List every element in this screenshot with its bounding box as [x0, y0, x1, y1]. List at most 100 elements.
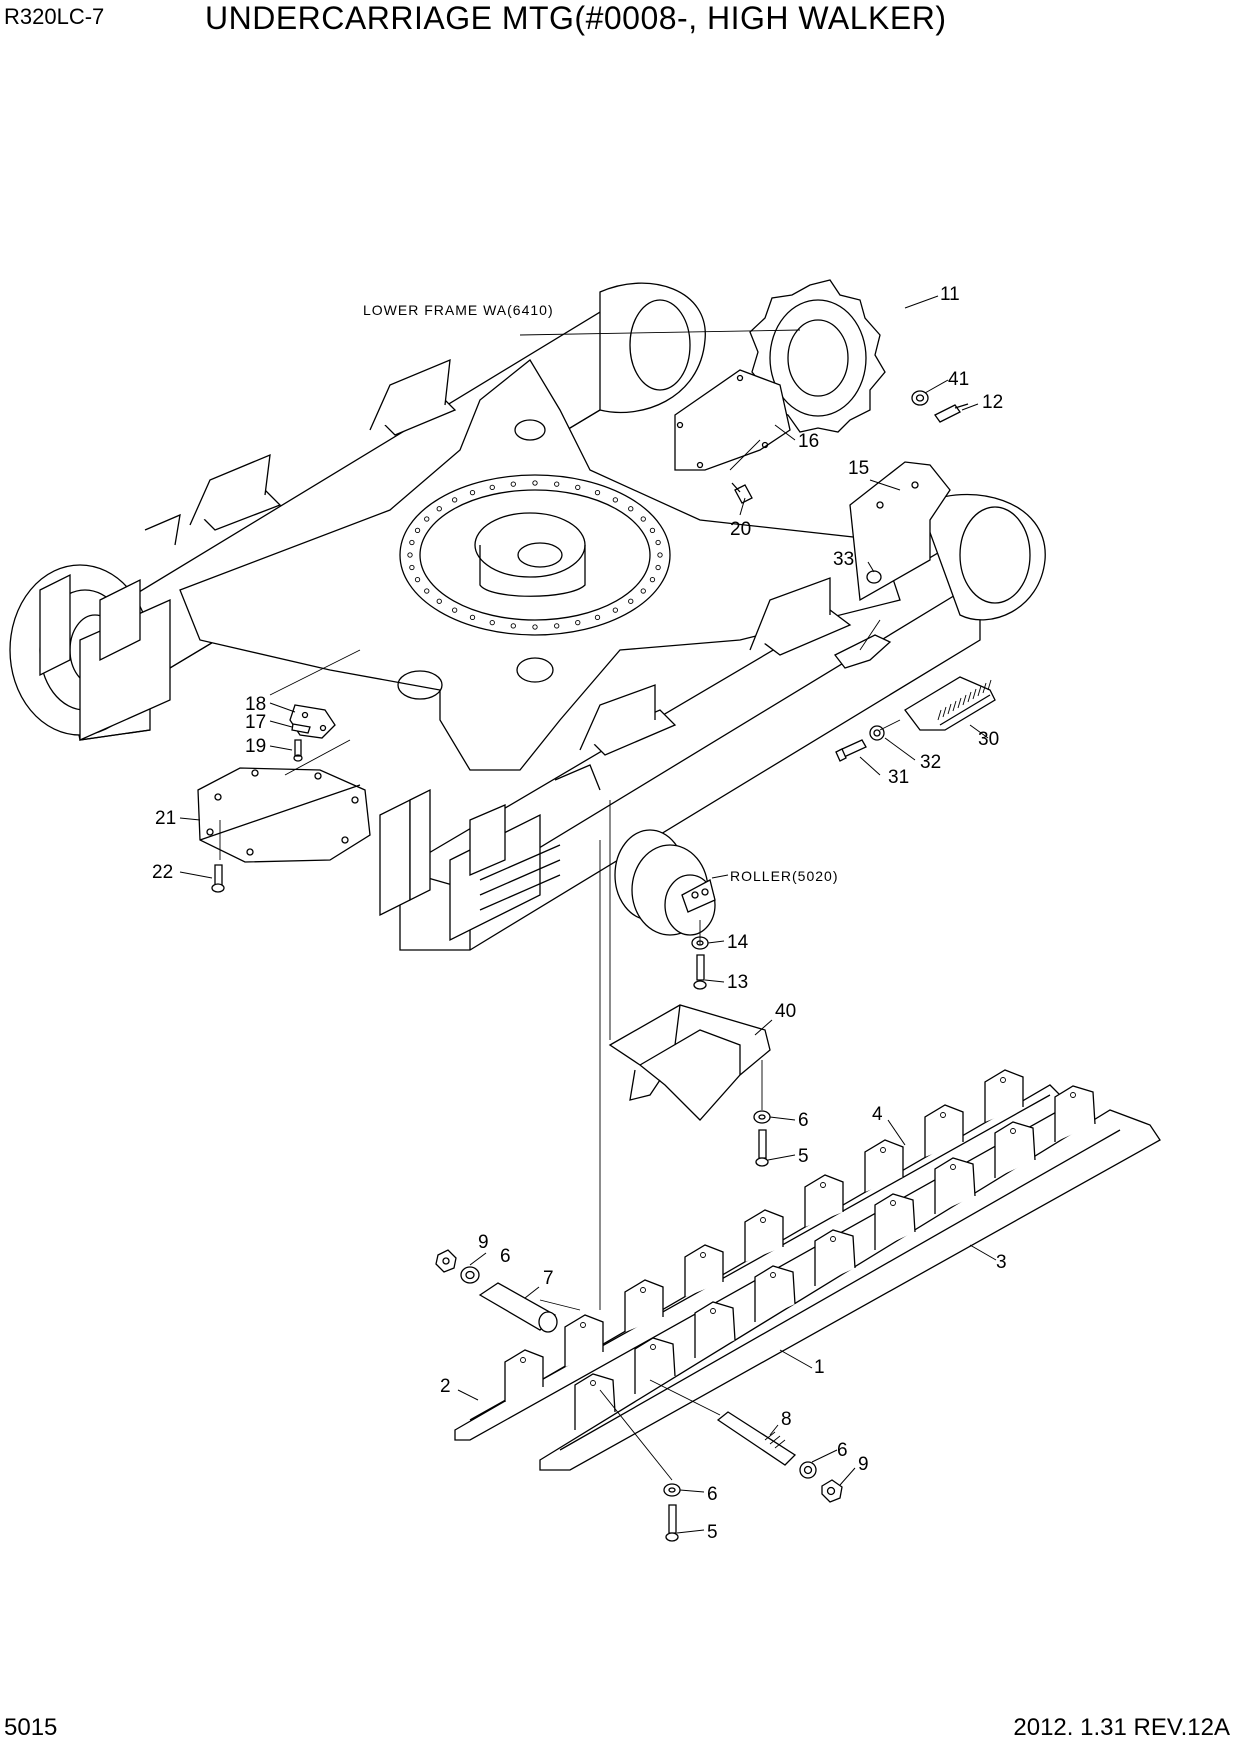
guard-tooth	[874, 1193, 916, 1250]
nut-9-right	[821, 1479, 843, 1503]
coil-turn	[957, 697, 962, 709]
tooth-hole	[590, 1380, 596, 1386]
bolt-hole	[414, 576, 421, 583]
label-roller: ROLLER(5020)	[730, 868, 839, 884]
lower-frame	[9, 282, 1046, 951]
callout-6-upper: 6	[798, 1110, 809, 1131]
bolt-31	[835, 739, 867, 762]
guard-tooth	[754, 1265, 796, 1322]
tooth-hole	[640, 1287, 646, 1293]
callout-13: 13	[727, 972, 748, 993]
bolt-hole	[436, 598, 442, 604]
bolt-22	[211, 864, 225, 893]
tooth-hole	[710, 1308, 716, 1314]
callout-12: 12	[982, 392, 1003, 413]
center-lines	[219, 329, 901, 1481]
bolt-hole	[414, 527, 421, 534]
guard-tooth	[814, 1229, 856, 1286]
bolt-hole	[612, 607, 618, 613]
callout-16: 16	[798, 431, 819, 452]
bolt-hole	[575, 620, 581, 626]
guard-tooth	[864, 1139, 904, 1192]
bolt-hole	[575, 484, 581, 490]
bolt-hole	[612, 497, 618, 503]
sprocket	[749, 279, 886, 433]
bolt-20	[731, 482, 753, 504]
coil-turn	[947, 703, 952, 715]
revision-date: 2012. 1.31 REV.12A	[1013, 1714, 1230, 1741]
coil-turn	[967, 691, 972, 703]
callout-20: 20	[730, 519, 751, 540]
callout-8: 8	[781, 1409, 792, 1430]
bolt-hole	[554, 481, 560, 487]
bolt-hole	[469, 614, 476, 621]
callout-6-lower: 6	[707, 1484, 718, 1505]
nut-9-left	[435, 1249, 457, 1273]
model-code: R320LC-7	[4, 4, 105, 29]
callout-4: 4	[872, 1104, 883, 1125]
tooth-hole	[820, 1182, 826, 1188]
bolt-hole	[424, 516, 430, 522]
coil-turn	[952, 700, 957, 712]
bolt-19	[293, 739, 303, 762]
tooth-hole	[940, 1112, 946, 1118]
guard-tooth	[694, 1301, 736, 1358]
bolt-hole	[655, 539, 661, 546]
guard-tooth	[984, 1069, 1024, 1122]
guard-tooth	[624, 1279, 664, 1332]
leader-lines	[179, 295, 997, 1534]
callout-2: 2	[440, 1376, 451, 1397]
bolt-hole	[469, 489, 476, 496]
coil-turn	[982, 682, 987, 694]
bolt-hole	[628, 598, 634, 604]
callout-19: 19	[245, 736, 266, 757]
callout-5-upper: 5	[798, 1146, 809, 1167]
callout-33: 33	[833, 549, 854, 570]
bolt-hole	[409, 564, 415, 571]
bolt-hole	[532, 480, 538, 486]
plate-18	[289, 704, 336, 739]
callout-32: 32	[920, 752, 941, 773]
tooth-hole	[880, 1147, 886, 1153]
guard-tooth	[744, 1209, 784, 1262]
washer-41	[911, 390, 929, 406]
bolt-hole	[594, 489, 601, 496]
callout-5-lower: 5	[707, 1522, 718, 1543]
callout-31: 31	[888, 767, 909, 788]
pin-8	[716, 1411, 797, 1466]
washer-6-lower	[663, 1483, 681, 1497]
bolt-hole	[532, 624, 538, 630]
shim-17	[291, 723, 311, 734]
track-guard-30	[904, 676, 996, 731]
tooth-hole	[770, 1272, 776, 1278]
bolt-hole	[424, 588, 430, 594]
bolt-hole	[409, 539, 415, 546]
coil-turn	[972, 688, 977, 700]
bolt-hole	[657, 552, 663, 558]
upper-guard-bracket	[834, 634, 892, 669]
guard-tooth	[924, 1104, 964, 1157]
track-roller	[614, 829, 716, 936]
bolt-5-upper	[755, 1129, 769, 1167]
bolt-hole	[628, 506, 634, 512]
callout-22: 22	[152, 862, 173, 883]
tooth-hole	[1070, 1092, 1076, 1098]
washer-6-left	[460, 1266, 480, 1284]
bolt-hole	[452, 607, 458, 613]
tooth-hole	[1000, 1077, 1006, 1083]
guard-tooth	[934, 1157, 976, 1214]
tooth-hole	[950, 1164, 956, 1170]
tooth-hole	[890, 1200, 896, 1206]
coil-turn	[962, 694, 967, 706]
tooth-hole	[580, 1322, 586, 1328]
bolt-12	[934, 403, 969, 423]
callout-40: 40	[775, 1001, 796, 1022]
guard-tooth	[564, 1314, 604, 1367]
page-number: 5015	[4, 1714, 58, 1741]
washer-6-upper	[753, 1110, 771, 1124]
bracket-15	[849, 461, 951, 602]
callout-11: 11	[940, 284, 960, 305]
callout-17: 17	[245, 712, 266, 733]
guard-tooth	[684, 1244, 724, 1297]
cover-plate-21	[197, 767, 371, 863]
